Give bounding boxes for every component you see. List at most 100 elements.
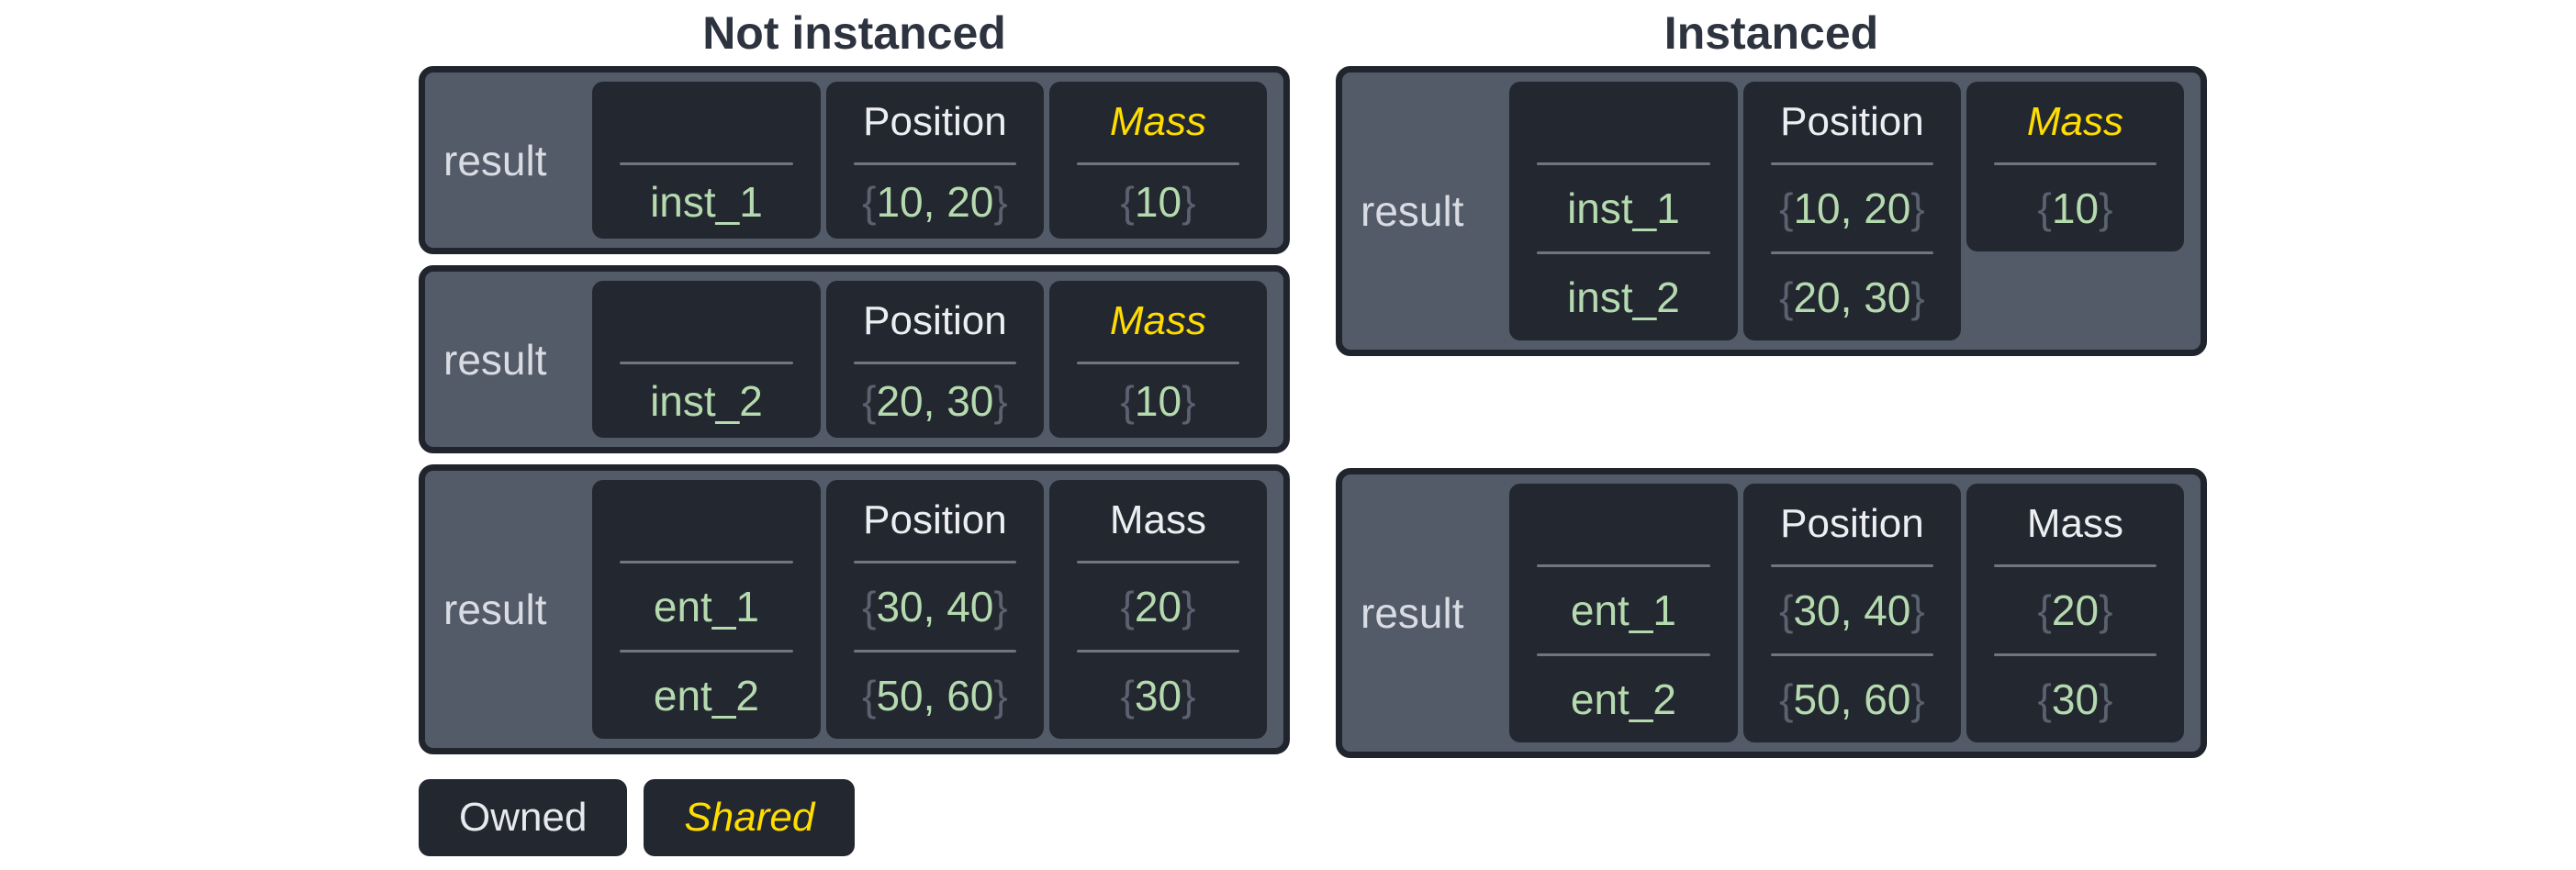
brace-open: {	[862, 672, 877, 719]
position-cell: Position {30, 40} {50, 60}	[1742, 484, 1961, 742]
cells: inst_1 inst_2 Position {10, 20} {20, 30}…	[1509, 82, 2184, 340]
position-value: {30, 40}	[1743, 567, 1961, 653]
entity-name: inst_2	[1567, 273, 1680, 321]
value-text: 20, 30	[876, 377, 994, 425]
value-text: 10	[1134, 377, 1182, 425]
brace-open: {	[1779, 675, 1794, 723]
position-cell: Position {20, 30}	[825, 281, 1044, 438]
cell-divider	[1993, 653, 2156, 656]
entity-cell: inst_1	[592, 82, 821, 239]
cells: ent_1 ent_2 Position {30, 40} {50, 60} M…	[592, 480, 1267, 739]
position-header: Position	[1780, 501, 1924, 546]
value-text: 30	[2051, 675, 2100, 723]
mass-cell: Mass {10}	[1048, 82, 1267, 239]
brace-close: }	[1910, 675, 1925, 723]
mass-header: Mass	[1109, 298, 1207, 343]
position-value: {10, 20}	[826, 165, 1044, 239]
cell-divider	[620, 162, 793, 165]
position-value: {50, 60}	[826, 652, 1044, 739]
value-text: 20, 30	[1793, 273, 1911, 321]
mass-cell-shared: Mass {10}	[1966, 82, 2184, 251]
cell-divider	[853, 162, 1016, 165]
value-text: 30, 40	[1793, 586, 1911, 634]
brace-close: }	[1910, 586, 1925, 634]
brace-close: }	[1910, 273, 1925, 321]
legend-owned: Owned	[419, 779, 628, 856]
cell-divider	[1076, 650, 1239, 652]
entity-name: ent_2	[1570, 675, 1677, 723]
cell-divider	[1537, 162, 1710, 165]
brace-close: }	[993, 178, 1008, 226]
result-label: result	[1361, 589, 1464, 637]
mass-value: {10}	[1049, 364, 1267, 438]
mass-value: {20}	[1049, 563, 1267, 650]
brace-close: }	[1182, 377, 1196, 425]
entity-name: ent_1	[1570, 586, 1677, 634]
entity-cell-header	[592, 281, 821, 362]
entity-name: ent_1	[653, 583, 760, 630]
position-header: Position	[1780, 99, 1924, 144]
cell-divider	[1076, 362, 1239, 364]
value-text: 20	[2051, 586, 2100, 634]
result-box: result ent_1 ent_2 Position {30, 40} {50…	[1336, 468, 2207, 758]
position-value: {50, 60}	[1743, 656, 1961, 742]
entity-cell: inst_2	[592, 281, 821, 438]
entity-cell: inst_1 inst_2	[1509, 82, 1738, 340]
legend: Owned Shared	[419, 779, 1290, 856]
brace-open: {	[1779, 273, 1794, 321]
brace-open: {	[2037, 586, 2052, 634]
entity-cell-header	[592, 480, 821, 561]
position-cell: Position {10, 20} {20, 30}	[1742, 82, 1961, 340]
section-title: Not instanced	[702, 7, 1006, 59]
entity-name: ent_2	[653, 672, 760, 719]
result-label: result	[443, 586, 547, 633]
brace-open: {	[1779, 586, 1794, 634]
mass-value: {30}	[1049, 652, 1267, 739]
cell-divider	[1993, 564, 2156, 567]
cell-divider	[1076, 561, 1239, 563]
mass-header: Mass	[1109, 497, 1207, 542]
cell-divider	[1993, 162, 2156, 165]
result-label: result	[443, 335, 547, 384]
position-header: Position	[863, 497, 1007, 542]
brace-open: {	[862, 178, 877, 226]
value-text: 10, 20	[876, 178, 994, 226]
value-text: 30	[1134, 672, 1182, 719]
brace-close: }	[1910, 184, 1925, 232]
entity-cell: ent_1 ent_2	[1509, 484, 1738, 742]
result-label: result	[443, 136, 547, 184]
section-title: Instanced	[1663, 7, 1879, 59]
result-label: result	[1361, 187, 1464, 235]
cell-divider	[1537, 251, 1710, 254]
value-text: 20	[1134, 583, 1182, 630]
cell-divider	[620, 650, 793, 652]
brace-open: {	[1120, 178, 1135, 226]
mass-cell: Mass {10}	[1048, 281, 1267, 438]
mass-value: {30}	[1966, 656, 2184, 742]
cell-divider	[1770, 564, 1933, 567]
brace-close: }	[1182, 672, 1196, 719]
position-value: {20, 30}	[1743, 254, 1961, 340]
position-header: Position	[863, 99, 1007, 144]
mass-value: {20}	[1966, 567, 2184, 653]
position-header: Position	[863, 298, 1007, 343]
result-box: result inst_1 Position {10, 20} Mass {10…	[419, 66, 1290, 254]
cell-divider	[620, 362, 793, 364]
result-box: result ent_1 ent_2 Position {30, 40} {50…	[419, 464, 1290, 754]
cell-divider	[853, 561, 1016, 563]
brace-close: }	[2099, 586, 2113, 634]
cell-divider	[1076, 162, 1239, 165]
entity-cell-header	[592, 82, 821, 162]
section-instanced: Instanced result inst_1 inst_2 Position …	[1336, 7, 2207, 769]
brace-open: {	[2037, 675, 2052, 723]
brace-open: {	[2037, 184, 2052, 232]
value-text: 10, 20	[1793, 184, 1911, 232]
brace-close: }	[1182, 583, 1196, 630]
cell-divider	[853, 362, 1016, 364]
result-box: result inst_2 Position {20, 30} Mass {10…	[419, 265, 1290, 453]
cell-divider	[1770, 653, 1933, 656]
value-text: 10	[1134, 178, 1182, 226]
brace-close: }	[1182, 178, 1196, 226]
brace-close: }	[993, 583, 1008, 630]
mass-header: Mass	[2026, 501, 2124, 546]
